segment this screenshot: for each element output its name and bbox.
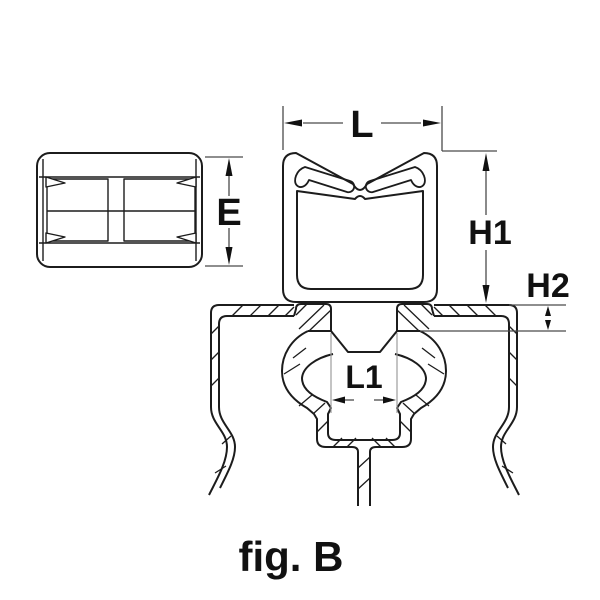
slot-bulb-outer-wall [281,330,359,506]
dim-L-label: L [350,104,373,146]
side-view-outline [36,152,203,268]
dimension-L: L [282,104,443,151]
dimension-H1: H1 [442,150,512,303]
clip-left-spring-slot [294,166,356,194]
figure-caption: fig. B [239,533,344,580]
dim-H2-label: H2 [526,267,569,305]
panel-section-right-half [363,303,520,507]
dimension-H2: H2 [420,267,570,332]
side-view-right-window [123,178,196,242]
dim-H1-arrow-up [482,153,490,171]
panel-section-left-half [208,303,364,506]
dim-L-arrow-left [284,119,302,127]
dim-L1-label: L1 [345,359,382,395]
side-view-left-window [46,178,109,242]
slot-throat-wedge [330,330,398,353]
clip-inner-cavity [296,190,424,290]
dim-H1-label: H1 [468,214,511,252]
dim-E-arrow-down [225,247,233,265]
panel-section-center [330,330,398,490]
clip-right-spring-slot [364,166,426,194]
dim-L1-arrow-right [383,396,396,404]
clip-side-view [36,152,203,268]
dimension-E: E [205,156,243,267]
slot-bulb-inner-wall [301,353,364,441]
dim-L1-arrow-left [332,396,345,404]
clip-profile-section [282,152,438,303]
dim-H1-arrow-down [482,285,490,303]
dim-L-arrow-right [423,119,441,127]
section-hatching [210,303,357,474]
dim-E-arrow-up [225,158,233,176]
side-view-corner-tab [176,176,197,188]
side-view-corner-tab [45,176,66,188]
side-view-corner-tab [45,232,66,244]
clip-outer-outline [282,152,438,303]
panel-wall-inner [218,315,236,489]
side-view-corner-tab [176,232,197,244]
slot-lip [293,303,332,332]
dim-E-label: E [216,192,241,234]
dim-H2-arrow-up [545,306,551,316]
dim-H2-arrow-down [545,320,551,330]
dimension-L1: L1 [332,359,396,404]
rib-hatching [357,456,371,490]
